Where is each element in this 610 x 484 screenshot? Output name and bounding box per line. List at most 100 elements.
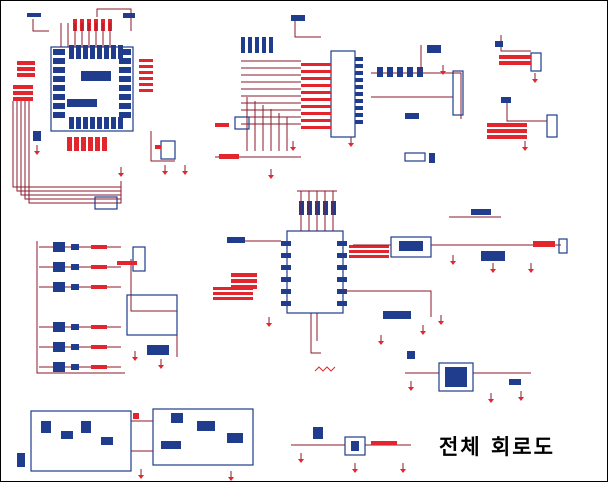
- mcu-pin-top: [76, 45, 81, 59]
- transistor: [147, 345, 169, 355]
- capacitor-array: [481, 251, 505, 261]
- ground-symbol: [378, 341, 384, 345]
- mcu-red-pin: [17, 67, 35, 71]
- memory-red-pin: [301, 112, 331, 115]
- mcu-pin-bottom: [111, 117, 116, 129]
- mcu-red-pin: [74, 137, 79, 151]
- mcu-pin-right: [119, 67, 131, 73]
- controller-red-pin: [213, 297, 253, 300]
- connector-red-pin: [487, 123, 527, 127]
- wire: [506, 99, 547, 122]
- transistor: [61, 431, 73, 439]
- memory-pin: [355, 120, 363, 124]
- mcu-pin-right: [119, 49, 131, 55]
- mcu-red-pin: [88, 137, 93, 151]
- mcu-pin-right: [119, 76, 131, 82]
- memory-red-pin: [301, 119, 331, 122]
- controller-pin: [337, 277, 347, 282]
- resistor: [71, 344, 79, 350]
- connector: [94, 196, 118, 210]
- controller-pin: [281, 241, 291, 246]
- capacitor: [509, 379, 521, 385]
- mcu-pin-top: [118, 45, 123, 59]
- ground-symbol: [400, 469, 406, 473]
- red-pin: [91, 325, 107, 329]
- transistor: [383, 311, 411, 319]
- mcu-trace: [28, 101, 122, 204]
- mcu-red-pin: [95, 137, 100, 151]
- resistor: [71, 364, 79, 370]
- mcu-pin-right: [119, 103, 131, 109]
- led-pin: [429, 153, 435, 163]
- ground-symbol: [490, 269, 496, 273]
- memory-red-pin: [301, 105, 331, 108]
- mcu-red-pin: [13, 91, 33, 95]
- resistor: [71, 264, 79, 270]
- capacitor: [313, 427, 323, 439]
- resistor: [405, 113, 419, 119]
- controller-pin: [281, 289, 291, 294]
- mcu-pin-top: [90, 45, 95, 59]
- wire: [310, 313, 321, 354]
- resistor-array: [255, 37, 259, 53]
- mcu-pin-left: [53, 58, 65, 64]
- mcu-pin-right: [119, 94, 131, 100]
- ground-symbol: [266, 323, 272, 327]
- wire: [150, 131, 175, 162]
- ic-small: [427, 45, 441, 53]
- connector-pin: [407, 67, 413, 77]
- capacitor: [495, 41, 503, 47]
- switch-body: [351, 441, 359, 451]
- connector-red-pin: [487, 129, 527, 133]
- mcu-pin-top: [83, 45, 88, 59]
- controller-red-pin: [231, 273, 257, 277]
- ground-symbol: [132, 357, 138, 361]
- led: [404, 152, 426, 162]
- mcu-red-pin: [13, 97, 33, 101]
- connector-pin: [377, 67, 383, 77]
- memory-red-pin: [301, 126, 331, 129]
- memory-red-pin: [301, 63, 331, 66]
- resistor: [71, 284, 79, 290]
- mcu-pin-right: [119, 85, 131, 91]
- ground-symbol: [352, 469, 358, 473]
- connector: [530, 52, 542, 72]
- wire: [343, 290, 432, 317]
- mcu-pin-left: [53, 76, 65, 82]
- mcu-red-pin: [17, 73, 35, 77]
- wire: [294, 21, 321, 38]
- ground-symbol: [518, 397, 524, 401]
- transistor: [171, 413, 183, 423]
- connector-red-pin: [499, 55, 531, 59]
- regulator-ic: [390, 236, 432, 258]
- ground-symbol: [420, 331, 426, 335]
- controller-red-pin: [349, 255, 389, 258]
- connector-red-pin: [499, 61, 531, 65]
- amplifier-block: [152, 408, 254, 466]
- mcu-pin-left: [53, 67, 65, 73]
- memory-pin: [355, 71, 363, 75]
- red-pin: [91, 265, 107, 269]
- mcu-red-pin: [139, 65, 153, 68]
- memory-ic: [330, 50, 356, 138]
- mcu-pin-top: [111, 45, 116, 59]
- mcu-pin-bottom: [118, 117, 123, 129]
- mcu-pin-left: [53, 94, 65, 100]
- ground-symbol: [118, 173, 124, 177]
- ground-symbol: [290, 147, 296, 151]
- mcu-red-pin: [139, 77, 153, 80]
- ground-symbol: [528, 269, 534, 273]
- resistor: [71, 244, 79, 250]
- memory-pin: [355, 78, 363, 82]
- connector-pin: [387, 67, 393, 77]
- red-pin: [133, 413, 139, 419]
- controller-pin: [337, 289, 347, 294]
- mcu-pin-left: [53, 112, 65, 118]
- ground-symbol: [298, 459, 304, 463]
- mcu-pin-bottom: [83, 117, 88, 129]
- transistor: [53, 362, 65, 372]
- controller-pin: [337, 253, 347, 258]
- diagram-caption: 전체 회로도: [439, 435, 555, 459]
- ground-symbol: [440, 71, 446, 75]
